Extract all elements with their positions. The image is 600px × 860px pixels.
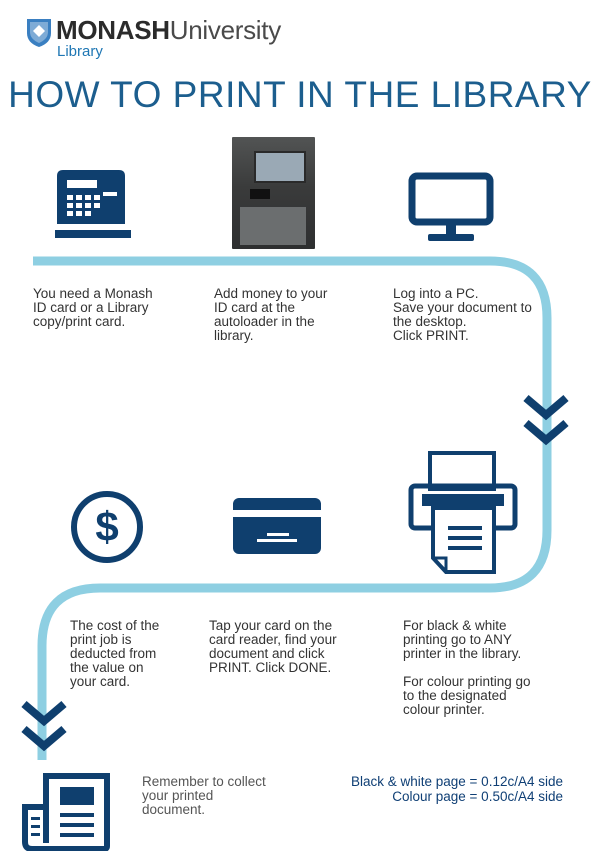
price-bw: Black & white page = 0.12c/A4 side xyxy=(350,774,563,789)
price-list: Black & white page = 0.12c/A4 side Colou… xyxy=(351,774,563,804)
autoloader-photo xyxy=(232,137,315,249)
brand-bold: MONASH xyxy=(56,15,170,45)
svg-text:$: $ xyxy=(95,503,118,550)
monitor-icon xyxy=(408,172,494,241)
step-printer-bw-text: For black & white printing go to ANY pri… xyxy=(403,618,522,661)
dollar-icon: $ xyxy=(71,491,143,563)
chevron-down-icon xyxy=(21,700,67,752)
card-reader-icon xyxy=(233,498,321,554)
logo-wordmark: MONASHUniversity xyxy=(56,15,281,46)
printer-icon xyxy=(408,451,518,574)
page-title: HOW TO PRINT IN THE LIBRARY xyxy=(8,74,592,115)
collect-reminder: Remember to collect your printed documen… xyxy=(142,774,266,817)
step-tap-text: Tap your card on the card reader, find y… xyxy=(209,618,337,675)
chevron-down-icon xyxy=(523,394,569,446)
card-terminal-icon xyxy=(55,170,131,238)
step-cost-text: The cost of the print job is deducted fr… xyxy=(70,618,160,689)
brand-light: University xyxy=(169,15,281,45)
step-card-text: You need a Monash ID card or a Library c… xyxy=(33,286,153,329)
document-icon xyxy=(22,773,110,851)
step-printer-colour-text: For colour printing go to the designated… xyxy=(403,674,531,717)
autoloader-panel xyxy=(240,207,306,245)
autoloader-slot xyxy=(250,189,270,199)
logo-sub: Library xyxy=(57,43,103,60)
monash-shield-icon xyxy=(27,19,51,47)
price-colour: Colour page = 0.50c/A4 side xyxy=(392,789,563,804)
autoloader-screen xyxy=(254,151,306,183)
step-money-text: Add money to your ID card at the autoloa… xyxy=(214,286,328,343)
step-login-text: Log into a PC. Save your document to the… xyxy=(393,286,532,343)
